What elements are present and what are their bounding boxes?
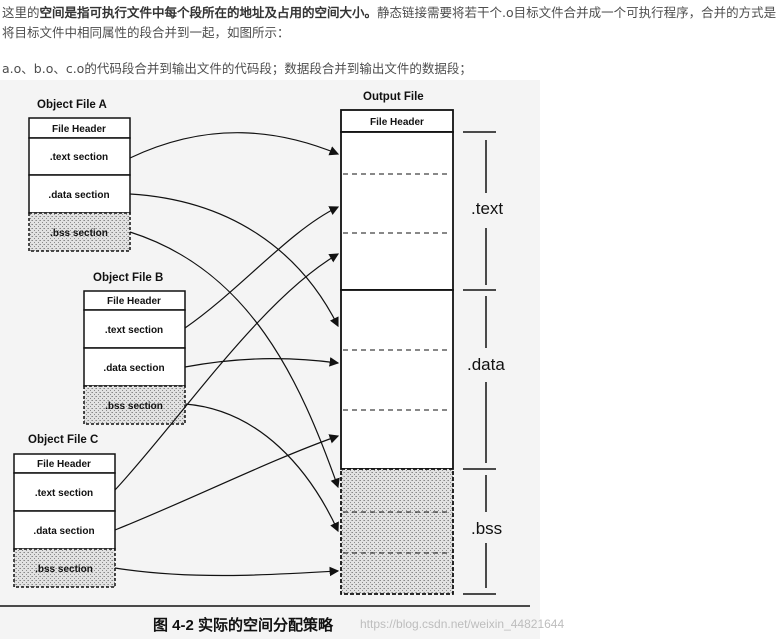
intro-rest: 静态链接需要将若干个.o目标文件合并成一个可执行程序，合并的方式是将目标文件中相… [2, 5, 777, 40]
object-file-b: Object File B File Header .text section … [83, 272, 186, 425]
output-text-segment [340, 131, 454, 291]
arrow-c-data [114, 434, 340, 531]
object-file-c-bss-box [13, 548, 116, 588]
object-file-a-bss: .bss section [50, 228, 108, 239]
object-file-b-title: Object File B [93, 272, 163, 284]
linking-diagram: Object File A File Header .text section … [0, 91, 564, 634]
object-file-b-text-box [83, 309, 186, 349]
object-file-a-data-box [28, 174, 131, 214]
object-file-c: Object File C File Header .text section … [13, 434, 116, 588]
object-file-b-text: .text section [105, 325, 163, 336]
object-file-b-bss-box [83, 385, 186, 425]
merge-note: a.o、b.o、c.o的代码段合并到输出文件的代码段；数据段合并到输出文件的数据… [2, 61, 472, 76]
segment-label-data: .data [467, 355, 505, 374]
intro-prefix: 这里的 [2, 5, 40, 20]
object-file-c-text-box [13, 472, 116, 512]
arrow-b-text [184, 206, 340, 329]
object-file-b-bss: .bss section [105, 401, 163, 412]
intro-bold: 空间是指可执行文件中每个段所在的地址及占用的空间大小。 [39, 5, 378, 20]
figure-4-2: Object File A File Header .text section … [0, 80, 564, 639]
arrow-a-bss [129, 231, 340, 489]
arrow-b-bss [184, 403, 339, 533]
object-file-c-header: File Header [37, 459, 91, 470]
arrow-a-data [129, 193, 339, 328]
arrow-c-text [114, 253, 340, 491]
object-file-b-header: File Header [107, 296, 161, 307]
object-file-a-title: Object File A [37, 99, 107, 111]
segment-brackets [463, 131, 496, 595]
object-file-a-text-box [28, 137, 131, 176]
output-bss-segment [340, 468, 454, 595]
output-file-title: Output File [363, 91, 424, 103]
intro-paragraph: 这里的空间是指可执行文件中每个段所在的地址及占用的空间大小。静态链接需要将若干个… [2, 3, 777, 43]
watermark: https://blog.csdn.net/weixin_44821644 [360, 617, 564, 631]
object-file-c-bss: .bss section [35, 564, 93, 575]
object-file-c-data: .data section [33, 526, 94, 537]
object-file-c-text: .text section [35, 488, 93, 499]
object-file-a-text: .text section [50, 152, 108, 163]
object-file-a-header: File Header [52, 124, 106, 135]
object-file-a-data: .data section [48, 190, 109, 201]
arrow-c-bss [114, 566, 340, 577]
object-file-b-data: .data section [103, 363, 164, 374]
segment-label-bss: .bss [471, 519, 502, 538]
figure-caption: 图 4-2 实际的空间分配策略 [153, 616, 334, 634]
merge-arrows [114, 132, 340, 577]
object-file-a: Object File A File Header .text section … [28, 99, 131, 252]
output-header: File Header [370, 117, 424, 128]
segment-label-text: .text [471, 199, 503, 218]
arrow-b-data [184, 357, 340, 368]
output-data-segment [340, 289, 454, 470]
arrow-a-text [129, 132, 340, 159]
object-file-c-title: Object File C [28, 434, 98, 446]
output-file: Output File File Header [340, 91, 454, 595]
